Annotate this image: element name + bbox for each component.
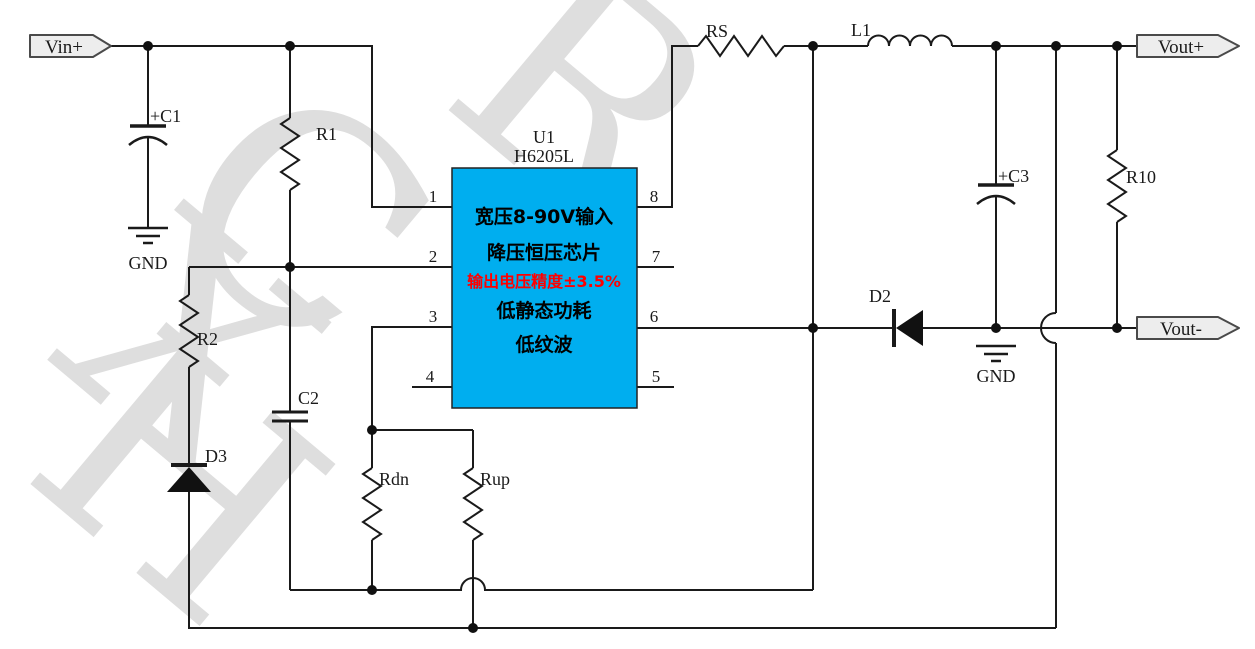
- junction-dots: [143, 41, 1122, 633]
- wire-pin3-row: [371, 326, 473, 431]
- pin-number-6: 6: [650, 307, 659, 326]
- label-r1: R1: [316, 124, 337, 144]
- junction-dot: [468, 623, 478, 633]
- terminal-vout-plus: [1136, 34, 1240, 58]
- inductor-l1-symbol: [867, 34, 953, 47]
- chip-desc-line: 降压恒压芯片: [487, 241, 601, 264]
- pin-number-1: 1: [429, 187, 438, 206]
- label-rs: RS: [706, 21, 728, 41]
- terminals: Vin+ Vout+ Vout-: [29, 34, 1240, 340]
- junction-dot: [991, 323, 1001, 333]
- label-d3: D3: [205, 446, 227, 466]
- pin-number-2: 2: [429, 247, 438, 266]
- d2-triangle: [896, 310, 923, 346]
- terminal-vout-plus-label: Vout+: [1158, 37, 1204, 58]
- chip-desc-line: 低纹波: [514, 333, 573, 356]
- junction-dot: [285, 262, 295, 272]
- pin-number-3: 3: [429, 307, 438, 326]
- terminal-vout-minus-label: Vout-: [1160, 319, 1202, 340]
- junction-dot: [285, 41, 295, 51]
- chip-part-number: H6205L: [514, 146, 574, 166]
- diodes: [167, 309, 923, 492]
- junction-dot: [991, 41, 1001, 51]
- resistor-rs-symbol: [697, 34, 785, 58]
- label-rdn: Rdn: [379, 469, 409, 489]
- resistor-rup-symbol: [462, 467, 484, 541]
- junction-dot: [143, 41, 153, 51]
- resistor-rdn-symbol: [361, 467, 383, 541]
- chip-u1: U1 H6205L 宽压8-90V输入 降压恒压芯片 输出电压精度±3.5% 低…: [426, 127, 661, 409]
- wire-feedback-vertical: [1040, 46, 1057, 628]
- terminal-vout-minus: [1136, 316, 1240, 340]
- label-l1: L1: [851, 20, 871, 40]
- junction-dot: [367, 585, 377, 595]
- label-c2: C2: [298, 388, 319, 408]
- label-c1: +C1: [150, 106, 181, 126]
- terminal-vin-plus-label: Vin+: [45, 37, 83, 58]
- pin-number-7: 7: [652, 247, 661, 266]
- resistor-r10-symbol: [1106, 149, 1128, 223]
- chip-desc-line-red: 输出电压精度±3.5%: [467, 272, 621, 291]
- c3-plate-curved: [976, 194, 1016, 205]
- label-d2: D2: [869, 286, 891, 306]
- wire-pin8-riser: [637, 45, 698, 208]
- pin-number-5: 5: [652, 367, 661, 386]
- pin-number-4: 4: [426, 367, 435, 386]
- chip-refdes: U1: [533, 127, 555, 147]
- pin-number-8: 8: [650, 187, 659, 206]
- junction-dot: [1112, 41, 1122, 51]
- wire-input-rail: [110, 45, 452, 208]
- label-gnd-output: GND: [977, 366, 1016, 386]
- label-r10: R10: [1126, 167, 1156, 187]
- resistor-r1-symbol: [279, 117, 301, 191]
- wire-d3-to-railB: [188, 491, 1056, 629]
- junction-dot: [1112, 323, 1122, 333]
- junction-dot: [808, 41, 818, 51]
- terminal-vin-plus: [29, 34, 112, 58]
- label-c3: +C3: [998, 166, 1029, 186]
- chip-body: [451, 167, 638, 409]
- wires: [110, 34, 1137, 629]
- junction-dot: [367, 425, 377, 435]
- c1-plate-curved: [128, 135, 168, 146]
- gnd-input-symbol: [128, 226, 168, 245]
- gnd-output-symbol: [976, 344, 1016, 363]
- capacitors: [128, 124, 1016, 423]
- ground-symbols: [128, 226, 1016, 363]
- d3-triangle: [167, 467, 211, 492]
- label-gnd-input: GND: [129, 253, 168, 273]
- junction-dot: [808, 323, 818, 333]
- junction-dot: [1051, 41, 1061, 51]
- chip-desc-line: 低静态功耗: [495, 299, 591, 322]
- label-r2: R2: [197, 329, 218, 349]
- chip-desc-line: 宽压8-90V输入: [475, 205, 613, 228]
- label-rup: Rup: [480, 469, 510, 489]
- resistor-r2-symbol: [178, 294, 200, 368]
- component-labels: +C1 R1 RS L1 +C3 R10 D2 R2 C2 D3 Rdn Rup…: [129, 20, 1157, 489]
- watermark: R C X H: [0, 0, 782, 649]
